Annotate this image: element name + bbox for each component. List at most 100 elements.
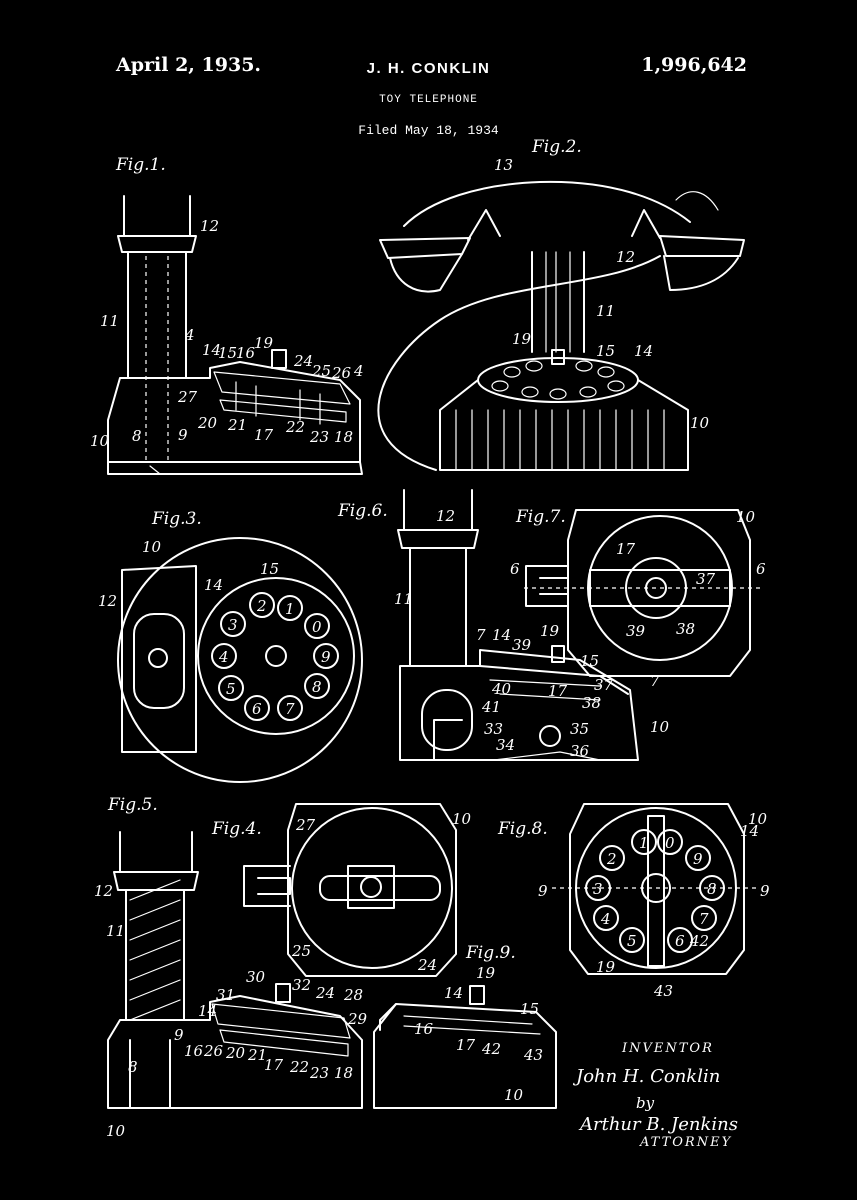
- reference-numeral: 9: [174, 1026, 184, 1044]
- reference-numeral: 15: [218, 344, 237, 362]
- drawing-circle: [607, 380, 625, 392]
- reference-numeral: 18: [334, 1064, 353, 1082]
- reference-numeral: 21: [227, 416, 247, 434]
- reference-numeral: 11: [394, 590, 413, 608]
- reference-numeral: 17: [548, 682, 568, 700]
- figure-5-label: Fig.5.: [107, 795, 158, 815]
- reference-numeral: 4: [600, 910, 611, 928]
- drawing-circle: [503, 366, 521, 378]
- drawing-circle: [304, 673, 330, 699]
- reference-numeral: 12: [98, 592, 117, 610]
- reference-numeral: 10: [504, 1086, 524, 1104]
- drawing-circle: [220, 611, 246, 637]
- reference-numeral: 33: [484, 720, 503, 738]
- reference-numeral: 39: [626, 622, 646, 640]
- figure-8-base-outline: [569, 803, 745, 975]
- figure-3-dial: [197, 577, 355, 735]
- reference-numeral: 17: [254, 426, 274, 444]
- inventor-signature: John H. Conklin: [572, 1066, 720, 1087]
- reference-numeral: 11: [106, 922, 125, 940]
- figure-2-base: [439, 379, 689, 471]
- drawing-circle: [148, 648, 168, 668]
- reference-numeral: 4: [218, 648, 229, 666]
- reference-numeral: 6: [252, 700, 262, 718]
- drawing-circle: [277, 695, 303, 721]
- drawing-circle: [579, 386, 597, 398]
- reference-numeral: 14: [492, 626, 511, 644]
- reference-numeral: 20: [225, 1044, 246, 1062]
- figure-8: Fig.8. 1 2 3 4 5 6 7 8 9 0 10 14 9 9 19: [497, 803, 770, 1000]
- reference-numeral: 16: [184, 1042, 204, 1060]
- drawing-circle: [597, 366, 615, 378]
- reference-numeral: 8: [707, 880, 717, 898]
- inventor-label: INVENTOR: [621, 1041, 714, 1056]
- drawing-circle: [619, 927, 645, 953]
- drawing-circle: [491, 380, 509, 392]
- figure-5-cradle: [119, 831, 193, 873]
- filed-date: Filed May 18, 1934: [358, 123, 499, 138]
- reference-numeral: 12: [200, 217, 219, 235]
- credits: INVENTOR John H. Conklin by Arthur B. Je…: [572, 1041, 738, 1150]
- reference-numeral: 17: [456, 1036, 476, 1054]
- reference-numeral: 43: [523, 1046, 543, 1064]
- figure-3-dial-holes: 1 2 3 4 5 6 7 8 9 0: [211, 592, 339, 721]
- drawing-circle: [575, 360, 593, 372]
- reference-numeral: 7: [285, 700, 295, 718]
- reference-numeral: 37: [696, 570, 716, 588]
- reference-numeral: 38: [676, 620, 695, 638]
- figure-6-label: Fig.6.: [337, 501, 388, 521]
- drawing-circle: [265, 645, 287, 667]
- reference-numeral: 19: [476, 964, 496, 982]
- patent-number: 1,996,642: [641, 54, 747, 76]
- reference-numeral: 4: [353, 362, 364, 380]
- reference-numeral: 10: [452, 810, 472, 828]
- reference-numeral: 9: [760, 882, 770, 900]
- figure-4: Fig.4. 27 10 25 24: [211, 803, 472, 977]
- reference-numeral: 41: [481, 698, 501, 716]
- reference-numeral: 5: [627, 932, 637, 950]
- drawing-circle: [249, 592, 275, 618]
- reference-numeral: 8: [132, 427, 142, 445]
- reference-numeral: 42: [481, 1040, 501, 1058]
- reference-numeral: 1: [639, 834, 649, 852]
- reference-numeral: 9: [538, 882, 548, 900]
- figure-7-base-outline: [567, 509, 751, 677]
- reference-numeral: 7: [650, 672, 660, 690]
- figure-8-label: Fig.8.: [497, 819, 548, 839]
- reference-numeral: 15: [580, 652, 599, 670]
- drawing-circle: [360, 876, 382, 898]
- figure-4-dial: [291, 807, 453, 969]
- reference-numeral: 26: [331, 364, 352, 382]
- drawing-circle: [304, 613, 330, 639]
- figure-1-cradle: [123, 195, 191, 237]
- reference-numeral: 0: [312, 618, 322, 636]
- reference-numeral: 6: [756, 560, 766, 578]
- reference-numeral: 27: [177, 388, 198, 406]
- reference-numeral: 12: [436, 507, 455, 525]
- reference-numeral: 27: [295, 816, 316, 834]
- reference-numeral: 10: [748, 810, 768, 828]
- reference-numeral: 4: [184, 326, 195, 344]
- figure-3-base-outline: [117, 537, 363, 783]
- reference-numeral: 13: [494, 156, 513, 174]
- reference-numeral: 17: [616, 540, 636, 558]
- reference-numeral: 11: [596, 302, 615, 320]
- figure-1-base: [107, 361, 361, 463]
- figure-3-handset: [121, 565, 197, 753]
- reference-numeral: 2: [256, 597, 267, 615]
- figure-1-label: Fig.1.: [115, 155, 166, 175]
- figure-2-column: [531, 251, 585, 353]
- reference-numeral: 14: [634, 342, 653, 360]
- reference-numeral: 15: [260, 560, 279, 578]
- reference-numeral: 1: [285, 600, 295, 618]
- reference-numeral: 11: [100, 312, 119, 330]
- reference-numeral: 25: [311, 362, 331, 380]
- reference-numeral: 7: [476, 626, 486, 644]
- reference-numeral: 10: [106, 1122, 126, 1140]
- reference-numeral: 3: [228, 616, 238, 634]
- reference-numeral: 3: [593, 880, 603, 898]
- reference-numeral: 16: [236, 344, 256, 362]
- figure-3-label: Fig.3.: [151, 509, 202, 529]
- reference-numeral: 6: [510, 560, 520, 578]
